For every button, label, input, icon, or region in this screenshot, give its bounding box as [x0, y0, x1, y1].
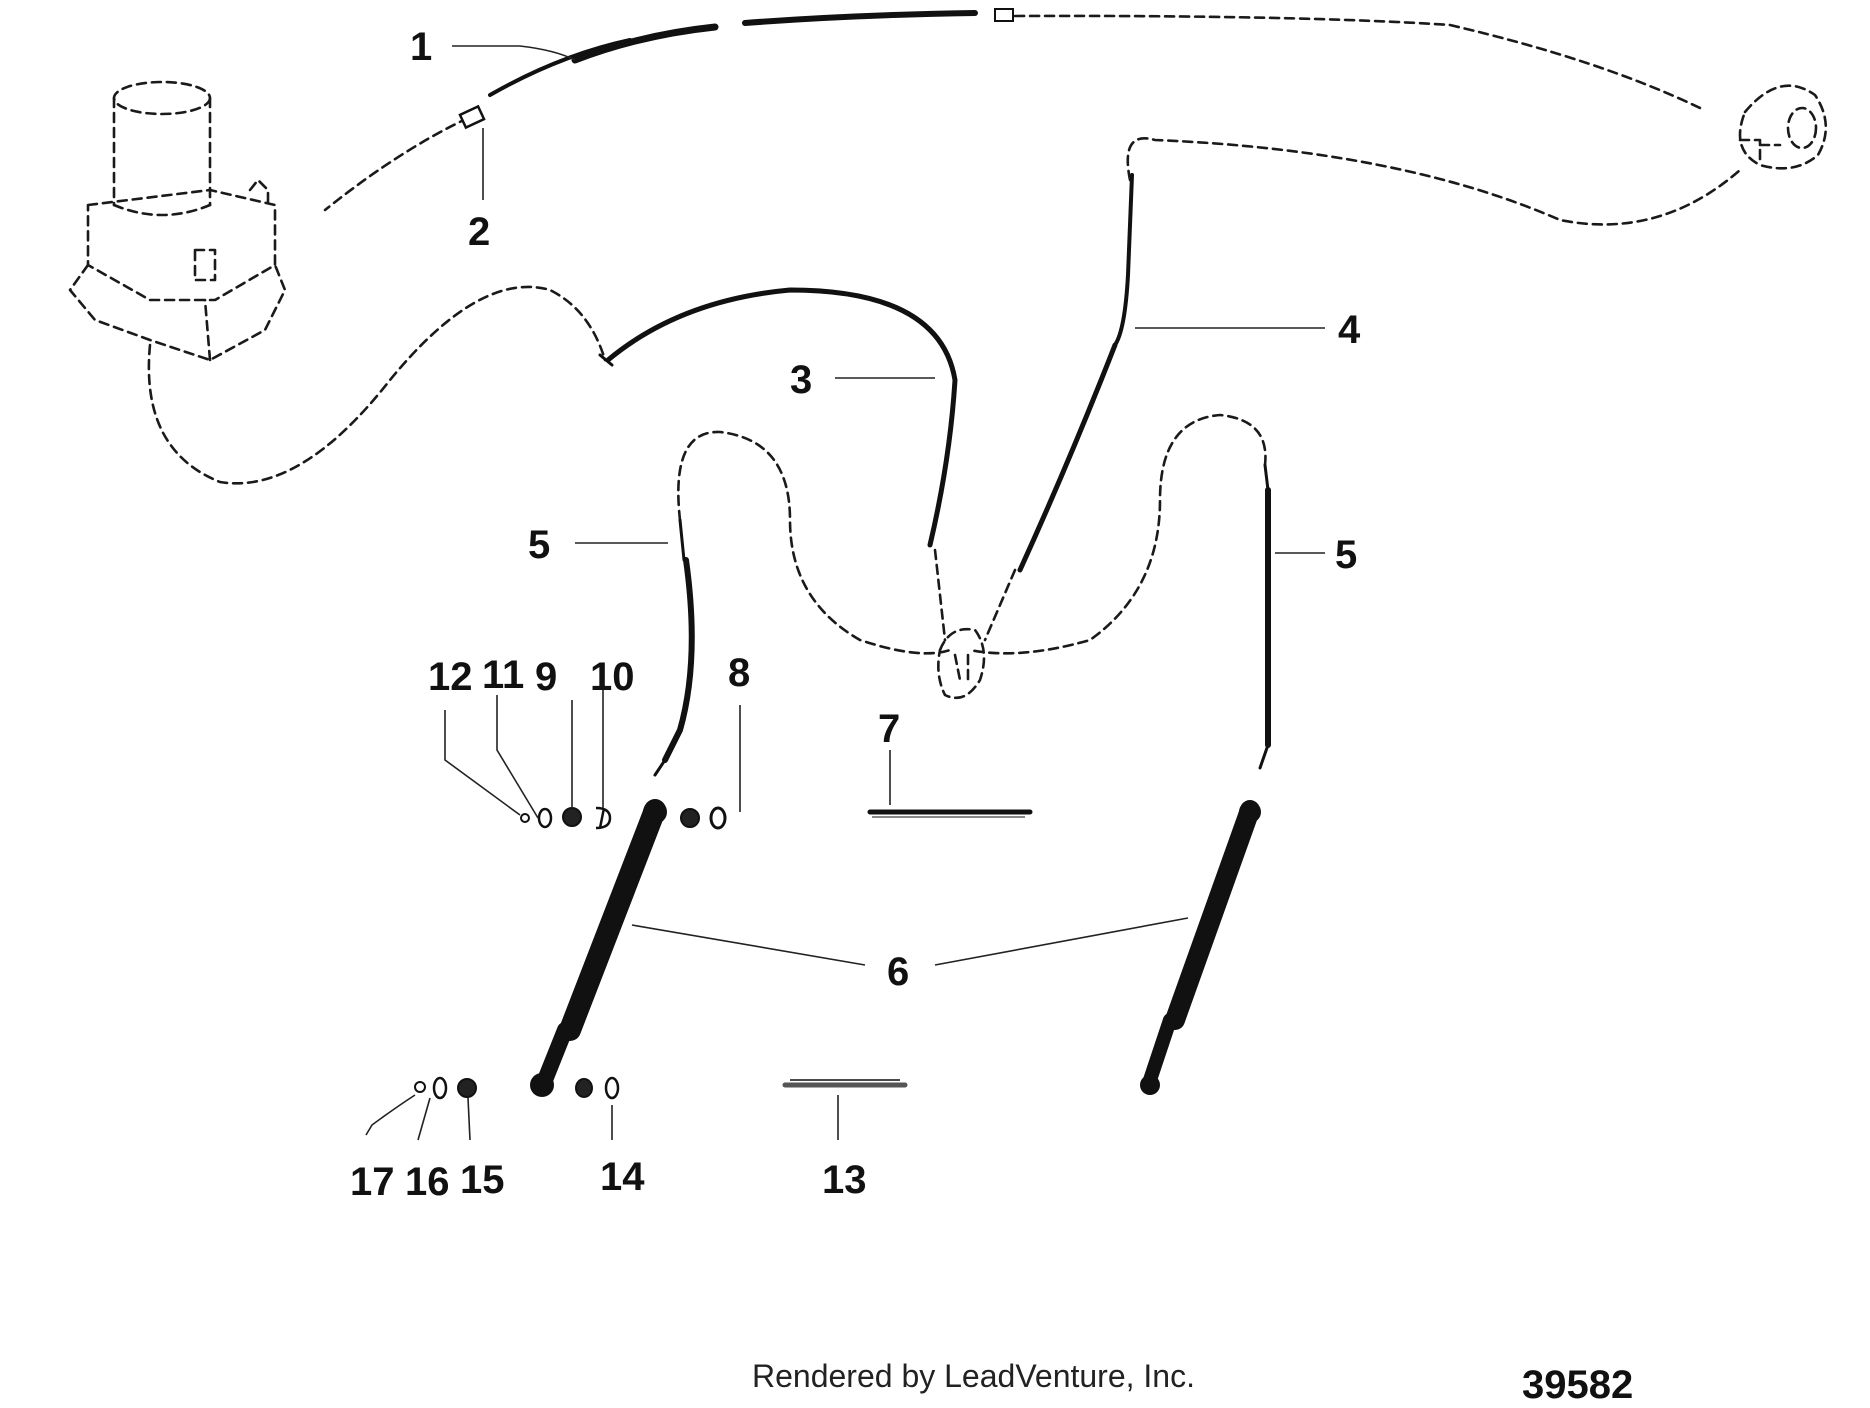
- callout-6: 6: [887, 950, 909, 994]
- hose-5-left: [653, 518, 695, 777]
- callout-9: 9: [535, 655, 557, 699]
- routing-lines: [147, 14, 1742, 700]
- callout-1: 1: [410, 25, 432, 69]
- part-10: [595, 806, 612, 830]
- cylinder-6-right: [1140, 800, 1261, 1095]
- pump-reservoir: [68, 80, 287, 362]
- pin-7: [867, 809, 1033, 818]
- part-9: [562, 807, 582, 827]
- callout-15: 15: [460, 1158, 505, 1202]
- fitting-2: [458, 104, 486, 130]
- callout-8: 8: [728, 651, 750, 695]
- callout-5-right: 5: [1335, 533, 1357, 577]
- callout-11: 11: [482, 653, 524, 697]
- callouts: 1 2 3 4 5 5 6 7 8 9 10 11 12 13 14 15 16…: [350, 25, 1361, 1204]
- callout-14: 14: [600, 1155, 645, 1199]
- callout-4: 4: [1338, 308, 1361, 352]
- hose-4: [1017, 173, 1134, 573]
- leader-lines: [365, 45, 1325, 1141]
- callout-12: 12: [428, 655, 473, 699]
- hose-3: [598, 287, 958, 548]
- callout-3: 3: [790, 358, 812, 402]
- part-11: [537, 807, 553, 829]
- pin-13: [782, 1079, 908, 1088]
- callout-13: 13: [822, 1158, 867, 1202]
- part-14: [604, 1076, 620, 1100]
- part-8a: [680, 808, 700, 828]
- callout-16: 16: [405, 1160, 450, 1204]
- cylinder-6-left: [530, 799, 667, 1097]
- part-8: [709, 806, 727, 830]
- trim-block: [1738, 84, 1828, 170]
- hose-5-right: [1258, 463, 1271, 770]
- callout-17: 17: [350, 1160, 395, 1204]
- rendered-by-text: Rendered by LeadVenture, Inc.: [752, 1358, 1195, 1394]
- part-15: [457, 1078, 477, 1098]
- part-17: [414, 1081, 426, 1093]
- hose-1: [488, 8, 1014, 97]
- figure-number: 39582: [1522, 1363, 1633, 1407]
- callout-5-left: 5: [528, 523, 550, 567]
- part-16: [432, 1076, 448, 1100]
- part-14a: [575, 1078, 593, 1098]
- callout-10: 10: [590, 655, 635, 699]
- hardware-bottom: [414, 1076, 620, 1100]
- callout-2: 2: [468, 210, 490, 254]
- part-12: [520, 813, 530, 823]
- hardware-top: [520, 806, 727, 830]
- callout-7: 7: [878, 707, 900, 751]
